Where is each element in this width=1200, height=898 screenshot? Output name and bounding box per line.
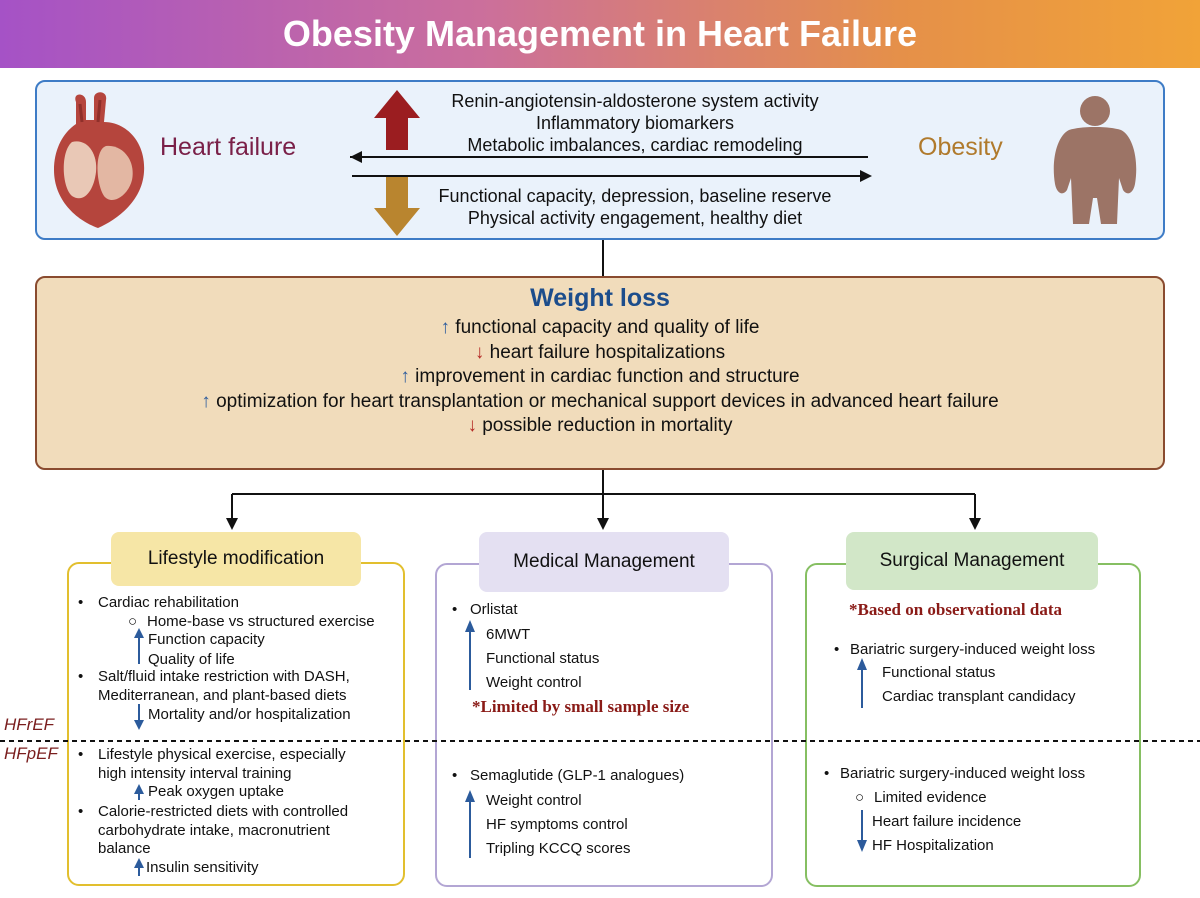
arrowhead-down-icon <box>226 518 238 530</box>
orlistat-effect: 6MWT <box>486 626 531 643</box>
rehab-effect: Quality of life <box>148 651 235 668</box>
medical-panel <box>435 563 773 887</box>
semaglutide-item: Semaglutide (GLP-1 analogues) <box>470 767 685 784</box>
title-banner <box>0 0 1200 68</box>
lifestyle-panel <box>67 562 405 886</box>
bariatric-effect: Cardiac transplant candidacy <box>882 688 1076 705</box>
arrowhead-down-icon <box>969 518 981 530</box>
semaglutide-effect: HF symptoms control <box>486 816 628 833</box>
blue-arrows <box>134 620 867 876</box>
weight-loss-line: ↑ optimization for heart transplantation… <box>201 390 999 412</box>
semaglutide-effect: Tripling KCCQ scores <box>486 840 631 857</box>
decreased-effects: Functional capacity, depression, baselin… <box>410 185 860 229</box>
calorie-item: balance <box>98 840 151 857</box>
bariatric-item: Bariatric surgery-induced weight loss <box>840 765 1086 782</box>
hf-obesity-panel <box>35 80 1165 240</box>
surgical-title: Surgical Management <box>846 532 1098 590</box>
cardiac-rehab-item: Cardiac rehabilitation <box>98 594 239 611</box>
diet-effect: Mortality and/or hospitalization <box>148 706 351 723</box>
heart-icon <box>54 92 145 228</box>
increased-effects: Renin-angiotensin-aldosterone system act… <box>420 90 850 156</box>
calorie-item: Calorie-restricted diets with controlled <box>98 803 349 820</box>
salt-diet-item: Mediterranean, and plant-based diets <box>98 687 347 704</box>
arrowhead-down-icon <box>597 518 609 530</box>
hfref-label: HFrEF <box>4 715 55 734</box>
surgical-note: *Based on observational data <box>849 600 1062 619</box>
page-title: Obesity Management in Heart Failure <box>282 13 918 54</box>
exercise-effect: Peak oxygen uptake <box>148 783 284 800</box>
up-arrow-icon: ↑ <box>400 366 410 387</box>
weight-loss-effects: ↑ functional capacity and quality of lif… <box>150 316 1050 439</box>
bullet-icon: • <box>824 765 830 782</box>
hfpef-label: HFpEF <box>4 744 58 763</box>
bullet-icon: • <box>78 746 84 763</box>
decreased-effect: Physical activity engagement, healthy di… <box>467 208 803 228</box>
bullet-icon: • <box>78 803 84 820</box>
bariatric-effect: Functional status <box>882 664 996 681</box>
lifestyle-title: Lifestyle modification <box>111 532 361 586</box>
salt-diet-item: Salt/fluid intake restriction with DASH, <box>98 668 350 685</box>
obesity-label: Obesity <box>918 133 1003 161</box>
down-arrow-icon: ↓ <box>467 415 477 436</box>
bullet-icon: • <box>834 641 840 658</box>
bariatric-item: Bariatric surgery-induced weight loss <box>850 641 1096 658</box>
orlistat-effect: Functional status <box>486 650 600 667</box>
medical-note: *Limited by small sample size <box>472 697 690 716</box>
obesity-person-icon <box>1053 96 1137 224</box>
bullet-icon: • <box>452 601 458 618</box>
hollow-bullet-icon: ○ <box>128 613 138 630</box>
up-arrow-icon: ↑ <box>201 390 211 412</box>
bariatric-effect: Heart failure incidence <box>872 813 1022 830</box>
calorie-effect: Insulin sensitivity <box>146 859 259 876</box>
rehab-effect: Function capacity <box>148 631 265 648</box>
bariatric-effect: HF Hospitalization <box>872 837 994 854</box>
weight-loss-line: ↓ heart failure hospitalizations <box>474 341 726 363</box>
home-base-item: Home-base vs structured exercise <box>147 613 375 630</box>
arrowhead-left-icon <box>350 151 362 163</box>
up-arrow-icon: ↑ <box>440 317 451 338</box>
decreased-effect: Functional capacity, depression, baselin… <box>438 186 832 206</box>
decrease-arrow-icon <box>374 176 420 236</box>
weight-loss-panel <box>35 276 1165 470</box>
arrowhead-right-icon <box>860 170 872 182</box>
calorie-item: carbohydrate intake, macronutrient <box>98 822 330 839</box>
orlistat-item: Orlistat <box>470 601 518 618</box>
weight-loss-title: Weight loss <box>530 284 670 312</box>
weight-loss-line: ↑ improvement in cardiac function and st… <box>400 366 800 387</box>
hollow-bullet-icon: ○ <box>855 789 865 806</box>
heart-failure-label: Heart failure <box>160 133 297 161</box>
bullet-icon: • <box>78 668 84 685</box>
bullet-icon: • <box>452 767 458 784</box>
increased-effect: Renin-angiotensin-aldosterone system act… <box>451 91 819 111</box>
down-arrow-icon: ↓ <box>474 341 485 363</box>
semaglutide-effect: Weight control <box>486 792 582 809</box>
medical-title: Medical Management <box>479 532 729 592</box>
exercise-item: high intensity interval training <box>98 765 292 782</box>
weight-loss-line: ↑ functional capacity and quality of lif… <box>440 317 760 338</box>
increased-effect: Metabolic imbalances, cardiac remodeling <box>467 135 803 155</box>
increased-effect: Inflammatory biomarkers <box>535 113 735 133</box>
weight-loss-line: ↓ possible reduction in mortality <box>467 415 733 436</box>
orlistat-effect: Weight control <box>486 674 582 691</box>
limited-evidence-item: Limited evidence <box>874 789 987 806</box>
exercise-item: Lifestyle physical exercise, especially <box>98 746 346 763</box>
increase-arrow-icon <box>374 90 420 150</box>
bullet-icon: • <box>78 594 84 611</box>
